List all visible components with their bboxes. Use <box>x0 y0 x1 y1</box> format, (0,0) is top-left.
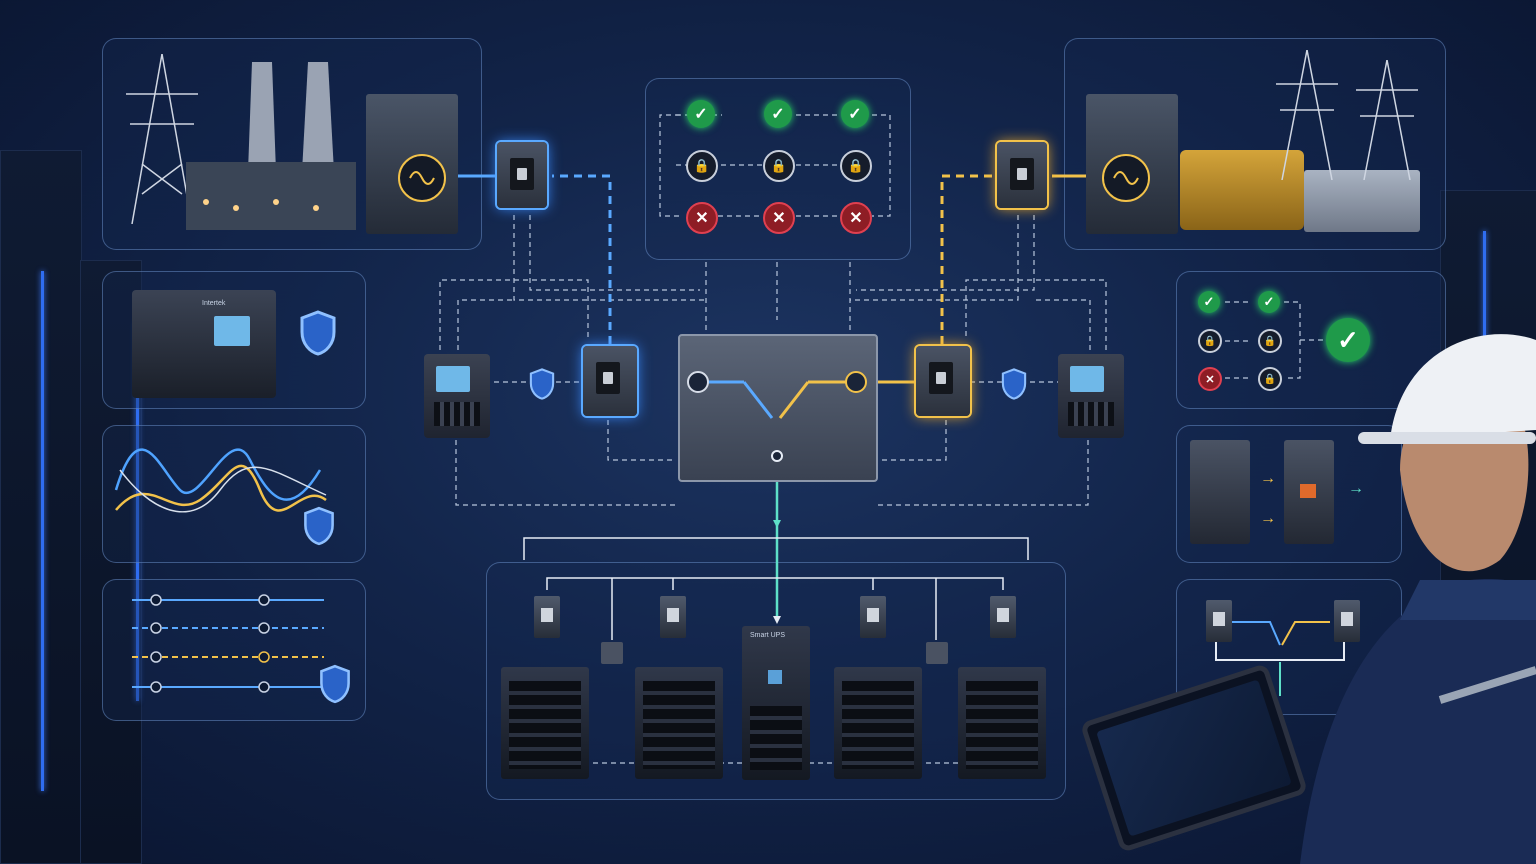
server-rack <box>501 667 589 779</box>
side-error-icon: ✕ <box>1198 367 1222 391</box>
interlock-ok-icon: ✓ <box>841 100 869 128</box>
protection-relay-device[interactable]: Intertek <box>132 290 276 398</box>
interlock-lock-icon: 🔒 <box>686 150 718 182</box>
generator-shield-icon <box>1001 368 1027 400</box>
branch-breaker[interactable] <box>601 642 623 664</box>
interlock-error-icon: ✕ <box>763 202 795 234</box>
left-server-rack-bg <box>0 150 82 864</box>
rack-led <box>136 321 139 701</box>
generator-controller[interactable] <box>1058 354 1124 438</box>
branch-breaker[interactable] <box>926 642 948 664</box>
server-rack <box>834 667 922 779</box>
breaker-indicator <box>1300 484 1316 498</box>
side-lock-icon: 🔒 <box>1258 329 1282 353</box>
server-rack <box>635 667 723 779</box>
power-plant-icon <box>186 62 356 230</box>
generator-sine-wave-icon <box>1102 154 1150 202</box>
interlock-error-icon: ✕ <box>686 202 718 234</box>
side-ok-icon: ✓ <box>1198 291 1220 313</box>
sync-timeline-panel <box>102 579 366 721</box>
ups-screen <box>768 670 782 684</box>
ups-cabinet: Smart UPS <box>742 626 810 780</box>
interlock-lock-icon: 🔒 <box>763 150 795 182</box>
relay-brand-label: Intertek <box>202 300 226 307</box>
sequence-arrow-icon: → <box>1260 470 1276 487</box>
interlock-ok-icon: ✓ <box>687 100 715 128</box>
diesel-generator-icon <box>1180 150 1304 230</box>
relay-screen <box>214 316 250 346</box>
ups-label: Smart UPS <box>750 632 786 639</box>
controller-screen <box>436 366 470 392</box>
generator-main-breaker[interactable] <box>997 142 1047 208</box>
interlock-lock-icon: 🔒 <box>840 150 872 182</box>
side-lock-icon: 🔒 <box>1198 329 1222 353</box>
rack-led <box>41 271 44 791</box>
utility-sine-wave-icon <box>398 154 446 202</box>
utility-main-breaker[interactable] <box>497 142 547 208</box>
system-ok-icon: ✓ <box>1326 318 1370 362</box>
rack-led <box>1483 231 1486 431</box>
controller-keypad <box>1068 402 1114 426</box>
feeder-breaker[interactable] <box>860 596 886 638</box>
side-ok-icon: ✓ <box>1258 291 1280 313</box>
utility-shield-icon <box>529 368 555 400</box>
relay-shield-icon <box>300 310 336 356</box>
controller-keypad <box>434 402 480 426</box>
mini-utility-breaker <box>1206 600 1232 642</box>
utility-controller[interactable] <box>424 354 490 438</box>
controller-screen <box>1070 366 1104 392</box>
side-lock-icon: 🔒 <box>1258 367 1282 391</box>
generator-tie-breaker[interactable] <box>916 346 970 416</box>
waveform-shield-icon <box>304 506 334 546</box>
mini-generator-breaker <box>1334 600 1360 642</box>
feeder-breaker[interactable] <box>990 596 1016 638</box>
breaker-closed-icon <box>1284 440 1334 544</box>
sequence-arrow-icon: → <box>1260 510 1276 527</box>
sequence-arrow-icon: → <box>1348 480 1364 497</box>
transmission-tower-icon <box>1272 49 1342 181</box>
feeder-breaker[interactable] <box>660 596 686 638</box>
timeline-shield-icon <box>320 664 350 704</box>
breaker-open-icon <box>1190 440 1250 544</box>
interlock-error-icon: ✕ <box>840 202 872 234</box>
transmission-tower-icon <box>1352 59 1422 181</box>
interlock-ok-icon: ✓ <box>764 100 792 128</box>
feeder-breaker[interactable] <box>534 596 560 638</box>
generator-enclosure <box>1304 170 1420 232</box>
server-rack <box>958 667 1046 779</box>
utility-tie-breaker[interactable] <box>583 346 637 416</box>
